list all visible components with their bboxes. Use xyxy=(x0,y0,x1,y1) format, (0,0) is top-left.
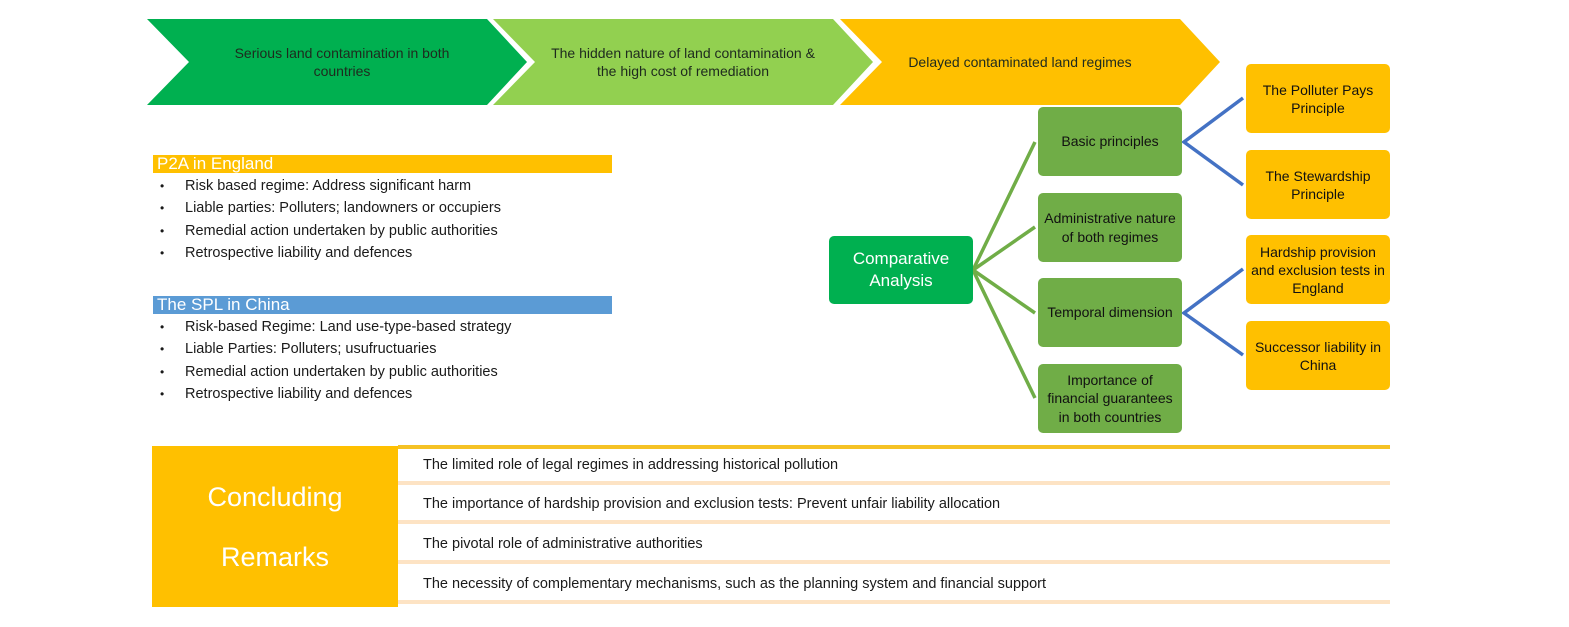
list-item-text: Retrospective liability and defences xyxy=(185,245,413,262)
detail-polluter-pays-principle: The Polluter Pays Principle xyxy=(1246,64,1390,133)
list-item-text: Liable Parties: Polluters; usufructuarie… xyxy=(185,341,437,358)
list-item-text: Retrospective liability and defences xyxy=(185,386,413,403)
list-item-text: Remedial action undertaken by public aut… xyxy=(185,363,498,380)
flow-step-1-label: Serious land contamination in both count… xyxy=(234,45,450,79)
list-item-text: Risk based regime: Address significant h… xyxy=(185,178,472,195)
flow-step-1: Serious land contamination in both count… xyxy=(147,19,527,105)
detail-hardship-provision: Hardship provision and exclusion tests i… xyxy=(1246,235,1390,304)
concluding-remarks-title: Concluding Remarks xyxy=(152,446,398,607)
list-item: • Risk based regime: Address significant … xyxy=(160,175,501,197)
bullet-icon: • xyxy=(160,246,165,261)
list-item-text: Risk-based Regime: Land use-type-based s… xyxy=(185,319,512,336)
bullet-icon: • xyxy=(160,342,165,357)
list-item: • Remedial action undertaken by public au… xyxy=(160,220,501,242)
concluding-top-divider xyxy=(398,445,1390,449)
remark-row: The necessity of complementary mechanism… xyxy=(398,568,1390,604)
list-item: • Retrospective liability and defences xyxy=(160,242,501,264)
aspect-administrative-nature: Administrative nature of both regimes xyxy=(1038,193,1182,262)
connector-basic-principles-to-details xyxy=(1181,96,1245,187)
detail-successor-liability: Successor liability in China xyxy=(1246,321,1390,390)
bullet-icon: • xyxy=(160,320,165,335)
detail-connectors xyxy=(1181,96,1245,357)
flow-step-3: Delayed contaminated land regimes xyxy=(840,19,1220,105)
list-item-text: Remedial action undertaken by public aut… xyxy=(185,222,498,239)
flow-step-2-label: The hidden nature of land contamination … xyxy=(551,45,815,79)
connector-center-to-financial-guarantees xyxy=(971,269,1037,399)
bullet-icon: • xyxy=(160,387,165,402)
china-regime-heading: The SPL in China xyxy=(153,296,612,314)
connector-temporal-dimension-to-details xyxy=(1181,267,1245,357)
aspect-financial-guarantees: Importance of financial guarantees in bo… xyxy=(1038,364,1182,433)
list-item: • Risk-based Regime: Land use-type-based … xyxy=(160,316,511,338)
bullet-icon: • xyxy=(160,179,165,194)
concluding-title-line-2: Remarks xyxy=(220,541,329,572)
flow-step-3-label: Delayed contaminated land regimes xyxy=(908,54,1132,70)
england-regime-list: • Risk based regime: Address significant … xyxy=(160,175,501,264)
list-item: • Liable parties: Polluters; landowners o… xyxy=(160,197,501,219)
detail-stewardship-principle: The Stewardship Principle xyxy=(1246,150,1390,219)
remark-row: The limited role of legal regimes in add… xyxy=(398,449,1390,485)
aspect-connectors xyxy=(971,141,1037,399)
list-item: • Remedial action undertaken by public au… xyxy=(160,361,511,383)
connector-center-to-temporal-dimension xyxy=(972,268,1036,315)
remark-row: The pivotal role of administrative autho… xyxy=(398,528,1390,564)
bullet-icon: • xyxy=(160,223,165,238)
remark-row: The importance of hardship provision and… xyxy=(398,488,1390,524)
aspect-basic-principles: Basic principles xyxy=(1038,107,1182,176)
bullet-icon: • xyxy=(160,364,165,379)
list-item-text: Liable parties: Polluters; landowners or… xyxy=(185,200,501,217)
list-item: • Retrospective liability and defences xyxy=(160,383,511,405)
flow-step-2: The hidden nature of land contamination … xyxy=(493,19,873,105)
china-regime-list: • Risk-based Regime: Land use-type-based … xyxy=(160,316,511,405)
bullet-icon: • xyxy=(160,201,165,216)
aspect-temporal-dimension: Temporal dimension xyxy=(1038,278,1182,347)
england-regime-heading: P2A in England xyxy=(153,155,612,173)
connector-center-to-basic-principles xyxy=(971,141,1037,271)
connector-center-to-administrative-nature xyxy=(972,225,1036,272)
concluding-title-line-1: Concluding xyxy=(207,481,343,512)
list-item: • Liable Parties: Polluters; usufructuari… xyxy=(160,338,511,360)
comparative-analysis-node: Comparative Analysis xyxy=(829,236,973,304)
